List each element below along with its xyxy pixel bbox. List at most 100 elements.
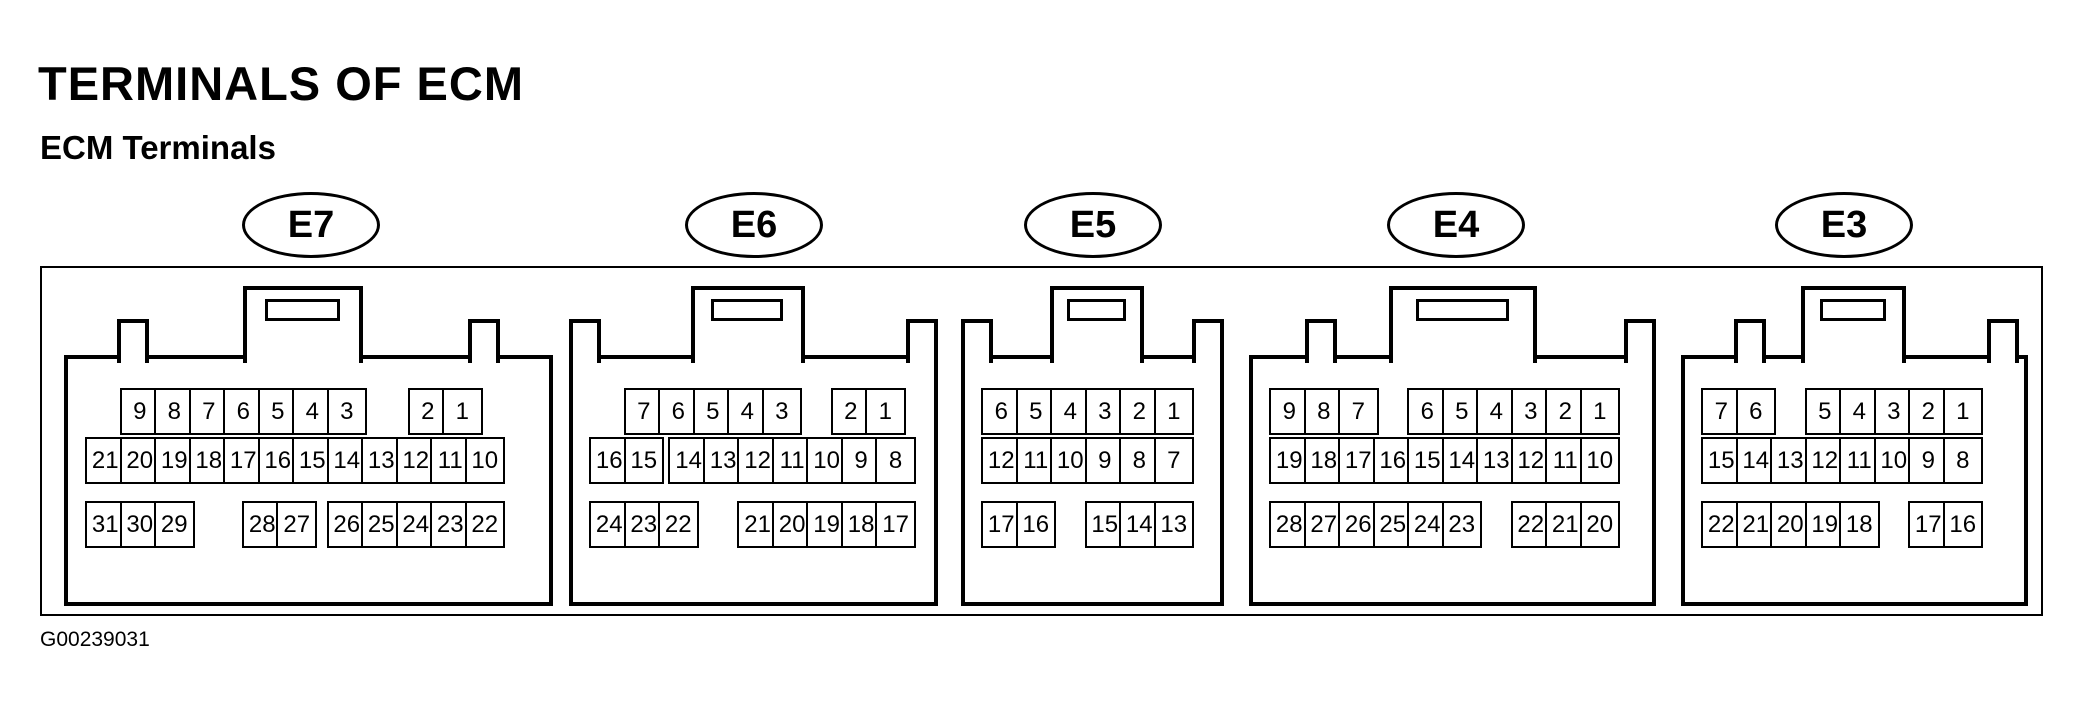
terminal-e6-12: 12: [737, 437, 778, 484]
terminal-e7-25: 25: [361, 501, 402, 548]
terminal-e6-20: 20: [771, 501, 813, 548]
terminal-e7-23: 23: [430, 501, 471, 548]
terminal-e6-21: 21: [737, 501, 778, 548]
terminal-e7-22: 22: [464, 501, 505, 548]
terminal-e4-27: 27: [1303, 501, 1344, 548]
terminal-e3-16: 16: [1942, 501, 1983, 548]
terminal-e4-28: 28: [1269, 501, 1310, 548]
terminal-e4-22: 22: [1510, 501, 1551, 548]
terminal-e4-25: 25: [1372, 501, 1413, 548]
terminal-e7-14: 14: [326, 437, 367, 484]
terminal-e5-17: 17: [981, 501, 1022, 548]
guide-bump-e7-1: [117, 319, 149, 363]
terminal-e4-13: 13: [1476, 437, 1517, 484]
terminal-e5-15: 15: [1084, 501, 1125, 548]
terminal-e3-10: 10: [1873, 437, 1914, 484]
guide-bump-e6-2: [906, 319, 938, 363]
terminal-e3-12: 12: [1804, 437, 1845, 484]
terminal-e5-11: 11: [1015, 437, 1056, 484]
terminal-e6-22: 22: [658, 501, 699, 548]
terminal-e6-17: 17: [875, 501, 916, 548]
latch-bar-e4: [1415, 299, 1509, 321]
terminal-e4-19: 19: [1269, 437, 1310, 484]
latch-bar-e5: [1066, 299, 1126, 321]
connector-label-ellipse-e7: E7: [242, 192, 380, 258]
terminal-e6-1: 1: [865, 388, 906, 435]
terminal-e7-1: 1: [442, 388, 483, 435]
terminal-e6-8: 8: [875, 437, 916, 484]
terminal-e5-10: 10: [1050, 437, 1091, 484]
terminal-e7-15: 15: [292, 437, 333, 484]
terminal-e7-28: 28: [241, 501, 283, 548]
terminal-e7-7: 7: [188, 388, 229, 435]
terminal-e6-24: 24: [589, 501, 630, 548]
guide-bump-e5-2: [1192, 319, 1224, 363]
terminal-e7-31: 31: [85, 501, 126, 548]
connector-label-e4: E4: [1432, 204, 1480, 246]
terminal-e7-4: 4: [292, 388, 333, 435]
terminal-e4-20: 20: [1579, 501, 1620, 548]
guide-bump-e3-2: [1987, 319, 2019, 363]
terminal-e3-1: 1: [1942, 388, 1983, 435]
terminal-e6-10: 10: [806, 437, 847, 484]
terminal-e5-4: 4: [1050, 388, 1091, 435]
terminal-e6-3: 3: [761, 388, 802, 435]
terminal-e4-17: 17: [1338, 437, 1379, 484]
terminal-e3-21: 21: [1735, 501, 1776, 548]
terminal-e5-5: 5: [1015, 388, 1056, 435]
guide-bump-e3-1: [1734, 319, 1766, 363]
terminal-e6-13: 13: [702, 437, 744, 484]
connector-label-e6: E6: [730, 204, 778, 246]
terminal-e3-4: 4: [1839, 388, 1880, 435]
guide-bump-e7-2: [468, 319, 500, 363]
page-subtitle: ECM Terminals: [40, 129, 276, 166]
connector-label-e7: E7: [287, 204, 335, 246]
terminal-e4-3: 3: [1510, 388, 1551, 435]
latch-bar-e3: [1819, 299, 1886, 321]
terminal-e7-30: 30: [119, 501, 160, 548]
terminal-e6-6: 6: [658, 388, 699, 435]
terminal-e4-1: 1: [1579, 388, 1620, 435]
terminal-e7-11: 11: [430, 437, 471, 484]
terminal-e3-6: 6: [1735, 388, 1776, 435]
terminal-e7-13: 13: [361, 437, 402, 484]
terminal-e5-8: 8: [1119, 437, 1160, 484]
terminal-e7-3: 3: [326, 388, 367, 435]
terminal-e5-3: 3: [1084, 388, 1125, 435]
latch-bar-e7: [264, 299, 340, 321]
terminal-e4-16: 16: [1372, 437, 1413, 484]
terminal-e7-27: 27: [276, 501, 317, 548]
terminal-e4-23: 23: [1441, 501, 1482, 548]
terminal-e7-5: 5: [257, 388, 298, 435]
terminal-e4-10: 10: [1579, 437, 1620, 484]
terminal-e6-14: 14: [668, 437, 709, 484]
terminal-e7-17: 17: [223, 437, 264, 484]
guide-bump-e4-2: [1624, 319, 1656, 363]
guide-bump-e6-1: [569, 319, 601, 363]
connector-label-ellipse-e4: E4: [1387, 192, 1525, 258]
terminal-e7-6: 6: [223, 388, 264, 435]
connector-label-e5: E5: [1069, 204, 1117, 246]
connector-latch-tab-e7: [243, 286, 363, 363]
terminal-e7-21: 21: [85, 437, 126, 484]
terminal-e3-18: 18: [1839, 501, 1880, 548]
terminal-e7-29: 29: [154, 501, 195, 548]
figure-code: G00239031: [40, 628, 150, 651]
connector-label-e3: E3: [1820, 204, 1868, 246]
terminal-e4-21: 21: [1545, 501, 1586, 548]
diagram-frame: [40, 266, 2043, 616]
terminal-e4-18: 18: [1303, 437, 1344, 484]
terminal-e4-24: 24: [1407, 501, 1448, 548]
terminal-e4-5: 5: [1441, 388, 1482, 435]
terminal-e3-17: 17: [1908, 501, 1949, 548]
terminal-e4-4: 4: [1476, 388, 1517, 435]
terminal-e6-23: 23: [623, 501, 664, 548]
latch-bar-e6: [711, 299, 783, 321]
connector-latch-tab-e3: [1801, 286, 1906, 363]
terminal-e6-9: 9: [840, 437, 882, 484]
terminal-e5-16: 16: [1015, 501, 1056, 548]
